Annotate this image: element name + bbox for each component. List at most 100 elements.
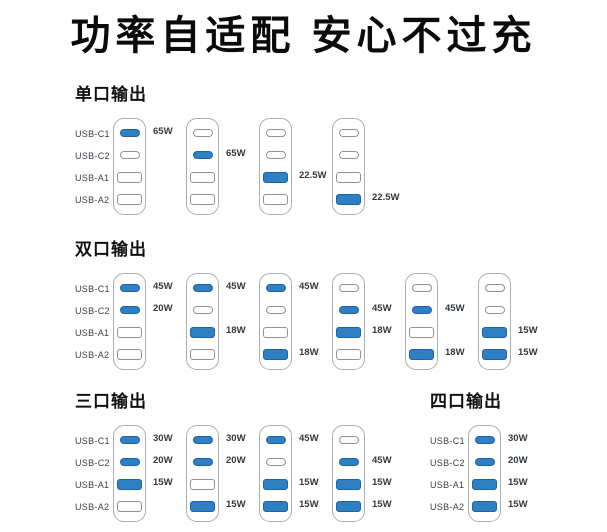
- port-row: [333, 122, 364, 144]
- port-row: [114, 122, 145, 144]
- usb-a-port: [190, 326, 215, 338]
- port-row: [187, 495, 218, 517]
- charger-diagram: 45W 15W 15W: [259, 425, 332, 523]
- port-row: [187, 188, 218, 210]
- usb-a-port: [263, 193, 288, 205]
- usb-c-port: [265, 129, 286, 138]
- charger-body: [259, 118, 292, 216]
- usb-c-port: [192, 151, 213, 160]
- port-row: [479, 343, 510, 365]
- usb-a-port: [336, 348, 361, 360]
- watt-label: 15W: [372, 477, 392, 489]
- port-row: [114, 299, 145, 321]
- port-row: [260, 122, 291, 144]
- usb-c-port: [338, 306, 359, 315]
- usb-a-port: [409, 326, 434, 338]
- watt-label: 20W: [153, 455, 173, 467]
- usb-a-port: [190, 171, 215, 183]
- charger-body: [186, 273, 219, 371]
- usb-a-port: [263, 348, 288, 360]
- section-heading-single-port: 单口输出: [75, 85, 147, 105]
- port-label: USB-C1: [75, 284, 110, 295]
- watt-label: 15W: [226, 499, 246, 511]
- watt-label: 45W: [445, 303, 465, 315]
- section-heading-dual-port: 双口输出: [75, 240, 147, 260]
- usb-a-port: [472, 478, 497, 490]
- usb-c-port: [192, 436, 213, 445]
- watt-label: 15W: [518, 347, 538, 359]
- port-row: [333, 166, 364, 188]
- watt-label: 15W: [299, 499, 319, 511]
- port-label: USB-C1: [75, 436, 110, 447]
- watt-label: 15W: [299, 477, 319, 489]
- usb-c-port: [338, 151, 359, 160]
- port-row: [333, 343, 364, 365]
- watt-label: 45W: [299, 281, 319, 293]
- port-row: [260, 188, 291, 210]
- watt-label: 18W: [299, 347, 319, 359]
- usb-c-port: [192, 306, 213, 315]
- usb-c-port: [484, 306, 505, 315]
- usb-a-port: [190, 500, 215, 512]
- usb-c-port: [411, 306, 432, 315]
- watt-label: 45W: [372, 303, 392, 315]
- usb-a-port: [336, 500, 361, 512]
- usb-c-port: [119, 129, 140, 138]
- port-row: [260, 343, 291, 365]
- charger-body: [259, 273, 292, 371]
- port-row: [114, 144, 145, 166]
- watt-label: 45W: [372, 455, 392, 467]
- port-row: [114, 495, 145, 517]
- watt-label: 20W: [226, 455, 246, 467]
- usb-a-port: [336, 326, 361, 338]
- usb-a-port: [336, 171, 361, 183]
- port-row: [114, 473, 145, 495]
- port-row: [187, 473, 218, 495]
- usb-c-port: [119, 436, 140, 445]
- usb-a-port: [472, 500, 497, 512]
- port-row: [260, 451, 291, 473]
- port-row: [406, 299, 437, 321]
- usb-a-port: [263, 478, 288, 490]
- page-title: 功率自适配 安心不过充: [70, 14, 537, 58]
- watt-label: 15W: [508, 477, 528, 489]
- usb-c-port: [265, 436, 286, 445]
- port-label: USB-C2: [75, 458, 110, 469]
- usb-c-port: [119, 284, 140, 293]
- usb-a-port: [482, 326, 507, 338]
- port-row: [260, 321, 291, 343]
- watt-label: 18W: [372, 325, 392, 337]
- watt-label: 45W: [226, 281, 246, 293]
- watt-label: 45W: [153, 281, 173, 293]
- port-label: USB-C2: [75, 151, 110, 162]
- usb-a-port: [117, 348, 142, 360]
- port-row: [333, 144, 364, 166]
- port-row: [114, 321, 145, 343]
- watt-label: 15W: [153, 477, 173, 489]
- section-heading-quad-port: 四口输出: [430, 392, 502, 412]
- usb-c-port: [265, 458, 286, 467]
- watt-label: 22.5W: [372, 192, 400, 204]
- usb-c-port: [338, 129, 359, 138]
- port-label: USB-A1: [75, 480, 110, 491]
- usb-c-port: [474, 458, 495, 467]
- watt-label: 45W: [299, 433, 319, 445]
- port-row: [333, 495, 364, 517]
- usb-c-port: [484, 284, 505, 293]
- watt-label: 20W: [153, 303, 173, 315]
- charger-body: [478, 273, 511, 371]
